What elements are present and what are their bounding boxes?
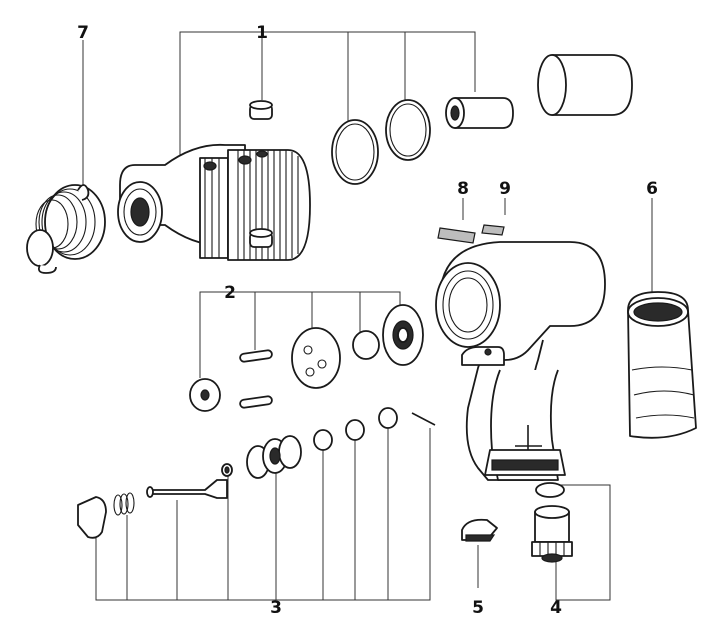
leader-lines xyxy=(82,31,653,601)
clip-part xyxy=(461,518,498,542)
callout-6: 6 xyxy=(646,179,658,199)
piston-part xyxy=(445,97,514,129)
callout-1: 1 xyxy=(256,23,268,43)
callout-labels: 1 2 3 4 5 6 7 8 9 xyxy=(77,23,658,618)
valve-assembly-group xyxy=(77,407,436,539)
spring-retainer-part xyxy=(26,184,106,274)
callout-7: 7 xyxy=(77,23,89,43)
callout-4: 4 xyxy=(550,598,562,618)
label-parts xyxy=(437,224,505,244)
callout-3: 3 xyxy=(270,598,282,618)
pin-parts xyxy=(249,100,273,248)
barrel-part xyxy=(117,143,311,261)
inlet-fitting-part xyxy=(531,482,573,563)
callout-5: 5 xyxy=(472,598,484,618)
valve-plate-group xyxy=(189,304,424,412)
sleeve-part xyxy=(537,54,633,116)
callout-9: 9 xyxy=(499,179,511,199)
callout-8: 8 xyxy=(457,179,469,199)
housing-part xyxy=(435,241,606,481)
o-ring-parts xyxy=(331,99,431,185)
grip-cover-part xyxy=(627,291,697,439)
callout-2: 2 xyxy=(224,283,236,303)
